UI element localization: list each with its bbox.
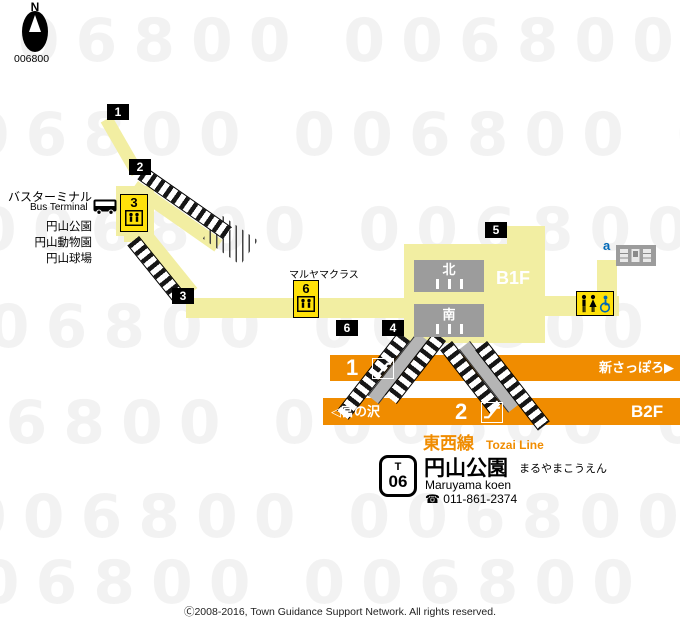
ticket-gate-bars	[435, 279, 463, 289]
exit-3-badge: 3	[172, 288, 194, 304]
exit-1-badge: 1	[107, 104, 129, 120]
escalator-icon	[481, 402, 503, 423]
floor-label-b2f: B2F	[631, 402, 664, 421]
lockers-icon	[620, 249, 651, 262]
elevator-6-box: 6	[293, 280, 319, 318]
locker-box	[616, 245, 656, 266]
poi-list: 円山公園 円山動物園 円山球場	[8, 219, 93, 267]
elevator-3-box: 3	[120, 194, 148, 232]
map-id: 006800	[14, 53, 50, 65]
toilet-box	[576, 291, 614, 316]
bus-terminal-label-en: Bus Terminal	[30, 202, 88, 213]
copyright: Ⓒ2008-2016, Town Guidance Support Networ…	[183, 606, 497, 618]
path-exit-5	[507, 226, 545, 246]
ticket-gate-south: 南	[414, 304, 484, 337]
gate-south-label: 南	[442, 306, 456, 322]
station-name-en: Maruyama koen	[425, 478, 512, 492]
line-name: 東西線 Tozai Line	[423, 429, 544, 454]
watermark-row: 006800 006800 006800 006800	[0, 100, 680, 170]
station-name-kana: まるやまこうえん	[519, 463, 607, 475]
exit-6-badge: 6	[336, 320, 358, 336]
compass-north-label: N	[30, 0, 40, 14]
gate-north-label: 北	[442, 262, 456, 277]
bus-terminal-label-jp: バスターミナル	[8, 190, 93, 204]
compass-needle	[29, 15, 41, 32]
direction-miyanosawa: ◁宮の沢	[331, 404, 380, 419]
platform-2-number: 2	[455, 399, 468, 424]
maruyama-class-label: マルヤマクラス	[289, 270, 359, 281]
ticket-gate-bars	[435, 323, 463, 334]
poi-maruyama-stadium: 円山球場	[46, 253, 92, 265]
direction-shin-sapporo: 新さっぽろ▶	[599, 360, 674, 375]
station-name-jp: 円山公園	[424, 457, 508, 480]
elevator-icon	[125, 210, 143, 231]
elevator-6-number: 6	[302, 281, 310, 296]
station-number: 06	[388, 471, 408, 491]
platform-1-number: 1	[346, 355, 359, 380]
poi-maruyama-zoo: 円山動物園	[34, 237, 93, 249]
floor-label-b1f: B1F	[496, 268, 531, 288]
ticket-gate-north: 北	[414, 260, 484, 292]
escalator-icon	[372, 358, 394, 379]
line-name-jp: 東西線	[423, 434, 474, 453]
locker-area-label: a	[603, 238, 611, 253]
exit-4-badge: 4	[382, 320, 404, 336]
watermark-row: 006800 006800 006800 006800	[0, 482, 680, 552]
exit-2-badge: 2	[129, 159, 151, 175]
watermark-row: 006800 006800 006800 006800	[0, 548, 680, 618]
watermark-row: 006800 006800 006800 006800	[0, 6, 680, 76]
bus-icon	[93, 199, 117, 220]
exit-5-badge: 5	[485, 222, 507, 238]
compass-icon	[22, 11, 48, 52]
path-right-vertical	[597, 260, 617, 300]
poi-maruyama-park: 円山公園	[46, 221, 92, 233]
station-number-badge: T 06	[379, 455, 417, 497]
line-name-en: Tozai Line	[486, 438, 544, 452]
toilet-icon	[581, 294, 610, 313]
elevator-3-number: 3	[130, 195, 138, 210]
station-line-letter: T	[394, 460, 402, 473]
elevator-icon	[297, 296, 315, 317]
station-phone: ☎ 011-861-2374	[425, 492, 518, 506]
